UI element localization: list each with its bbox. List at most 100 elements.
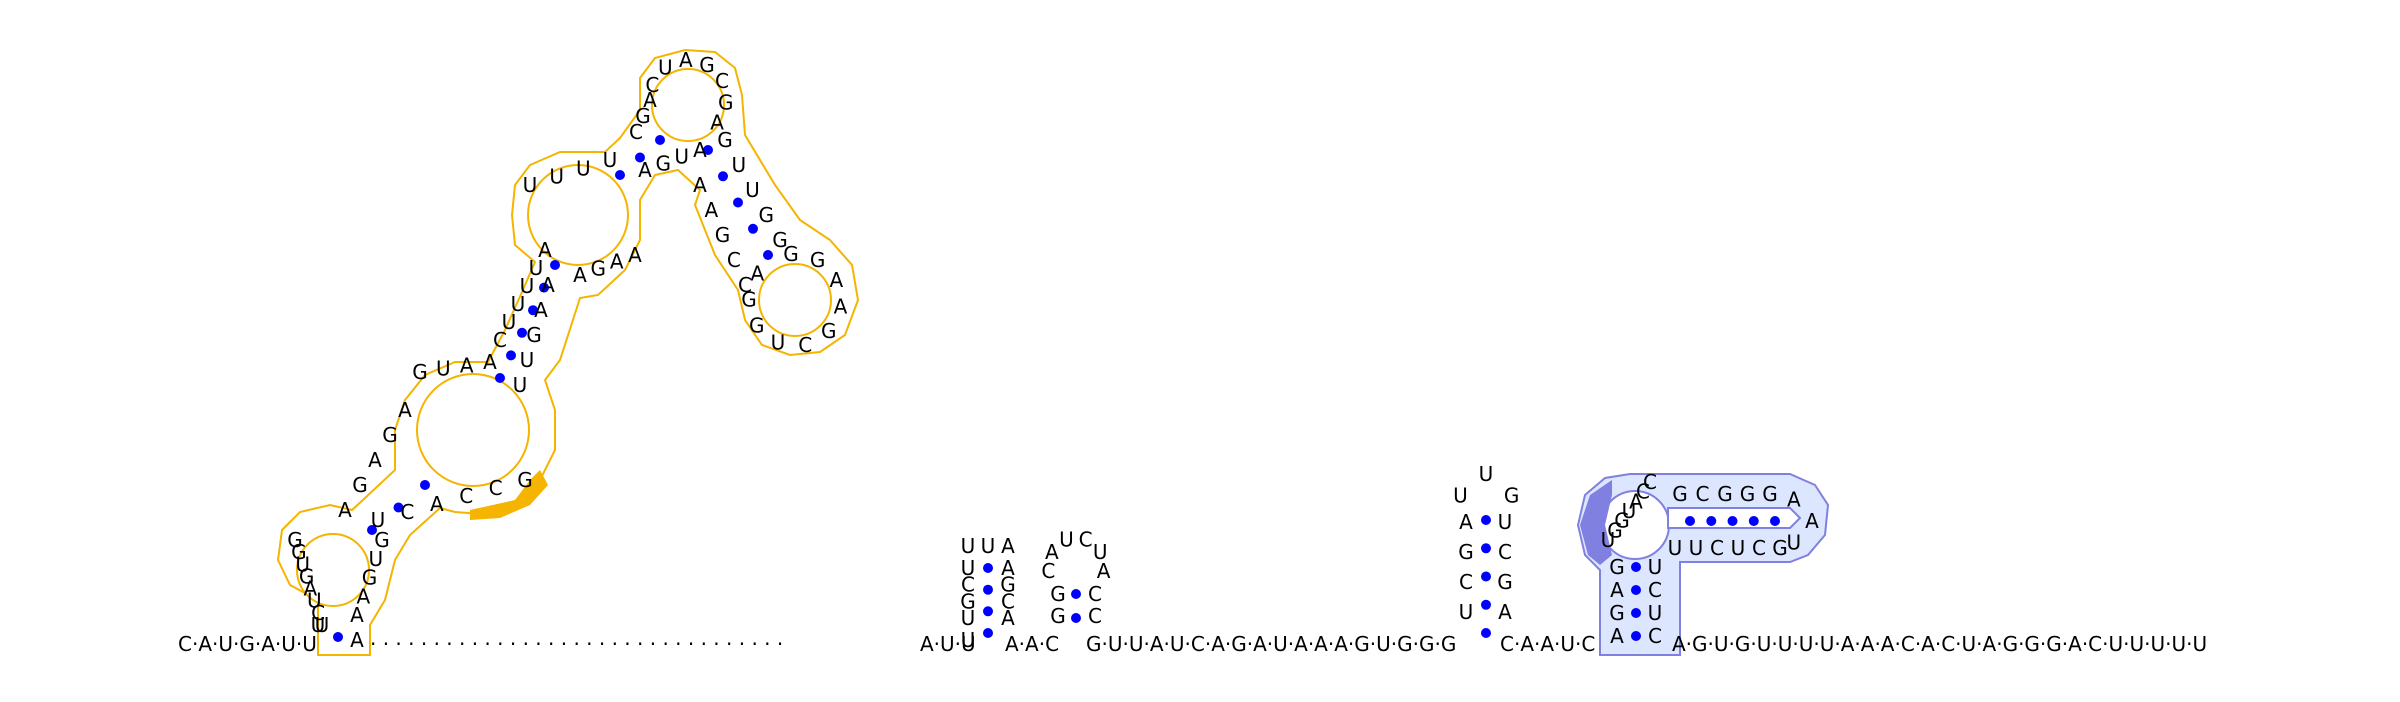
orange-outer-left-nt: U bbox=[295, 552, 310, 576]
hp3-stem-3-nt: U bbox=[1498, 510, 1513, 534]
orange-bp-mid-stem bbox=[506, 350, 516, 361]
blue-junction-nt: A bbox=[1629, 489, 1643, 513]
orange-upper-loop-left-nt: U bbox=[603, 148, 618, 172]
blue-bp-stem bbox=[1631, 585, 1641, 595]
orange-outer-left-nt: G bbox=[291, 540, 307, 564]
hp1-stem-3-nt: A bbox=[1001, 556, 1015, 580]
blue-highlight-segment bbox=[1580, 480, 1612, 565]
orange-arm-stem-3-nt: C bbox=[727, 248, 741, 272]
blue-arm-stem-5-nt: G bbox=[1740, 482, 1756, 506]
hp2-loop-nt: A bbox=[1045, 540, 1059, 564]
hp1-loop-nt: U bbox=[961, 534, 976, 558]
orange-upper-stem-3-nt: A bbox=[638, 158, 652, 182]
orange-top-loop-nt: G bbox=[718, 90, 734, 114]
hp1-stem-3-nt: G bbox=[1000, 573, 1016, 597]
hp3-stem-5-nt: A bbox=[1459, 510, 1473, 534]
hp2-stem-3-nt: C bbox=[1088, 604, 1102, 628]
orange-mid-stem-5-nt: U bbox=[502, 310, 517, 334]
linker-2: A·A·C bbox=[1005, 632, 1059, 656]
orange-arm-stem-3-nt: C bbox=[738, 273, 752, 297]
orange-outer-left-nt: G bbox=[287, 528, 303, 552]
orange-arm-stem-5-nt: G bbox=[772, 228, 788, 252]
orange-mid-stem-3-nt: A bbox=[534, 298, 548, 322]
linker-4: C·A·A·U·C bbox=[1500, 632, 1595, 656]
orange-bp-left-stem bbox=[367, 525, 377, 535]
orange-bp-left-stem bbox=[393, 502, 404, 513]
orange-arm-loop-nt: G bbox=[810, 248, 826, 272]
hp1-bp bbox=[983, 606, 993, 617]
orange-arm-loop-nt: G bbox=[749, 314, 765, 338]
orange-bp-arm-stem bbox=[748, 223, 758, 234]
domain-orange-outline bbox=[276, 48, 860, 656]
orange-arm-loop-nt: G bbox=[821, 319, 837, 343]
orange-left-stem-3-nt: C bbox=[459, 484, 473, 508]
blue-bp-arm bbox=[1685, 516, 1695, 526]
hp3-stem-5-nt: C bbox=[1459, 570, 1473, 594]
blue-bp-stem bbox=[1631, 608, 1641, 618]
orange-mid-stem-5-nt: C bbox=[493, 328, 507, 352]
orange-left-stem-5-nt: A bbox=[338, 498, 352, 522]
orange-mid-stem-3-nt: G bbox=[526, 323, 542, 347]
orange-upper-loop-right-nt: A bbox=[573, 263, 587, 287]
orange-highlight-segment bbox=[470, 470, 548, 520]
orange-top-loop-nt: G bbox=[699, 53, 715, 77]
blue-stem-5-nt: G bbox=[1609, 601, 1625, 625]
orange-outer-left-nt: U bbox=[307, 589, 322, 613]
orange-arm-loop-nt: G bbox=[783, 242, 799, 266]
blue-arm-stem-3-nt: C bbox=[1710, 536, 1724, 560]
blue-bp-arm bbox=[1770, 516, 1780, 526]
hp3-stem-5-nt: G bbox=[1458, 540, 1474, 564]
blue-arm-stem-3-nt: U bbox=[1668, 536, 1683, 560]
blue-junction-nt: C bbox=[1643, 470, 1657, 494]
orange-upper-stem-5-nt: G bbox=[635, 104, 651, 128]
orange-left-stem-5-nt: G bbox=[382, 423, 398, 447]
hp1-stem-3-nt: C bbox=[1001, 589, 1015, 613]
hp2-stem-5-nt: G bbox=[1050, 582, 1066, 606]
orange-upper-stem-3-nt: G bbox=[656, 151, 672, 175]
blue-arm-stem-5-nt: C bbox=[1696, 482, 1710, 506]
hp3-stem-3-nt: A bbox=[1498, 600, 1512, 624]
orange-arm-stem-5-nt: G bbox=[717, 128, 733, 152]
linker-3: G·U·U·A·U·C·A·G·A·U·A·A·A·G·U·G·G·G bbox=[1086, 632, 1456, 656]
hp2-loop-nt: C bbox=[1079, 528, 1093, 552]
hp2-loop-nt: A bbox=[1097, 559, 1111, 583]
orange-inner-loop-top-nt: U bbox=[436, 357, 451, 381]
orange-interior-loop-hole bbox=[416, 373, 530, 487]
blue-arm-stem-3-nt: C bbox=[1752, 536, 1766, 560]
orange-bp-arm-stem bbox=[733, 197, 743, 208]
orange-outer-left-nt: C bbox=[311, 601, 325, 625]
blue-stem-3-nt: C bbox=[1648, 578, 1662, 602]
hp2-bp bbox=[1071, 589, 1081, 599]
orange-outer-left-nt: U bbox=[315, 613, 330, 637]
orange-inner-loop-top-nt: A bbox=[483, 350, 497, 374]
orange-upper-loop-hole bbox=[527, 164, 629, 266]
orange-outer-right-nt: U bbox=[368, 547, 383, 571]
orange-arm-stem-5-nt: U bbox=[745, 178, 760, 202]
orange-left-stem-5-nt: A bbox=[398, 398, 412, 422]
orange-arm-stem-3-nt: A bbox=[704, 198, 718, 222]
orange-left-stem-3-nt: A bbox=[430, 492, 444, 516]
hp1-loop-nt: U bbox=[981, 534, 996, 558]
hp3-stem-3-nt: C bbox=[1498, 540, 1512, 564]
orange-top-loop-nt: A bbox=[679, 48, 693, 72]
orange-arm-stem-5-nt: G bbox=[759, 203, 775, 227]
five-prime-tail: C·A·U·G·A·U·U bbox=[178, 632, 317, 656]
hp1-stem-5-nt: G bbox=[960, 589, 976, 613]
hp1-close-5-nt: U bbox=[961, 628, 976, 652]
orange-arm-loop-hole bbox=[758, 263, 832, 337]
orange-bp-arm-stem bbox=[703, 145, 713, 155]
blue-stem-5-nt: A bbox=[1610, 578, 1624, 602]
blue-junction-nt: U bbox=[1601, 528, 1616, 552]
orange-mid-stem-3-nt: U bbox=[520, 348, 535, 372]
orange-outer-right-nt: G bbox=[374, 528, 390, 552]
orange-upper-loop-right-nt: A bbox=[628, 243, 642, 267]
orange-bp-arm-stem bbox=[718, 171, 728, 182]
blue-stem-3-nt: U bbox=[1648, 555, 1663, 579]
orange-arm-loop-nt: A bbox=[750, 262, 764, 286]
orange-upper-stem-5-nt: A bbox=[643, 88, 657, 112]
hp2-stem-5-nt: G bbox=[1050, 604, 1066, 628]
gap-dots: · · · · · · · · · · · · · · · · · · · · … bbox=[370, 632, 783, 656]
domain-shapes bbox=[276, 48, 1830, 656]
blue-bp-stem bbox=[1631, 631, 1641, 641]
orange-top-loop-hole bbox=[651, 68, 725, 142]
